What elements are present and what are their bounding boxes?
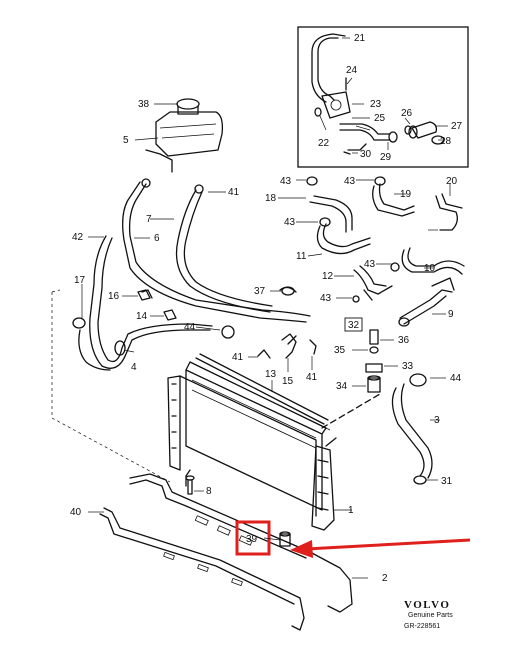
callout-29: 29 bbox=[380, 152, 392, 163]
callout-33: 33 bbox=[402, 361, 414, 372]
right-hoses bbox=[278, 176, 465, 327]
callout-11: 11 bbox=[296, 251, 307, 262]
inset-detail-box bbox=[297, 26, 469, 168]
callout-38: 38 bbox=[138, 99, 150, 110]
callout-43-b: 43 bbox=[344, 176, 356, 187]
expansion-tank bbox=[134, 98, 224, 173]
callout-43-d: 43 bbox=[364, 259, 376, 270]
bolt-8 bbox=[185, 475, 204, 495]
callout-43-e: 43 bbox=[320, 293, 332, 304]
dashed-guides bbox=[51, 289, 381, 483]
callout-35: 35 bbox=[334, 345, 346, 356]
volvo-footer: VOLVO Genuine Parts GR-228561 bbox=[404, 599, 453, 630]
clip-15 bbox=[248, 333, 317, 372]
callout-4: 4 bbox=[131, 362, 137, 373]
callout-26: 26 bbox=[401, 108, 413, 119]
callout-1: 1 bbox=[348, 505, 354, 516]
lower-support bbox=[88, 473, 368, 631]
grommet-39 bbox=[279, 531, 291, 547]
callout-41-mid: 41 bbox=[232, 352, 244, 363]
callout-24: 24 bbox=[346, 65, 358, 76]
hose-6-7 bbox=[122, 178, 311, 323]
fittings-33-36 bbox=[352, 329, 398, 393]
callout-9: 9 bbox=[448, 309, 454, 320]
callout-40: 40 bbox=[70, 507, 82, 518]
callout-32-frame bbox=[344, 317, 363, 332]
callout-30: 30 bbox=[360, 149, 372, 160]
callout-27: 27 bbox=[451, 121, 463, 132]
hose-4 bbox=[72, 235, 235, 371]
callout-43-a: 43 bbox=[280, 176, 292, 187]
callout-6: 6 bbox=[154, 233, 160, 244]
callout-2: 2 bbox=[382, 573, 388, 584]
hose-3 bbox=[391, 373, 446, 485]
callout-37: 37 bbox=[254, 286, 266, 297]
callout-36: 36 bbox=[398, 335, 410, 346]
callout-8: 8 bbox=[206, 486, 212, 497]
callout-23: 23 bbox=[370, 99, 382, 110]
genuine-parts-label: Genuine Parts bbox=[408, 612, 453, 619]
callout-21: 21 bbox=[354, 33, 366, 44]
callout-10: 10 bbox=[424, 263, 436, 274]
callout-25: 25 bbox=[374, 113, 386, 124]
callout-14: 14 bbox=[136, 311, 148, 322]
volvo-brand: VOLVO bbox=[404, 599, 450, 611]
callout-18: 18 bbox=[265, 193, 277, 204]
callout-19: 19 bbox=[400, 189, 412, 200]
callout-32: 32 bbox=[348, 320, 360, 331]
callout-41-right: 41 bbox=[306, 372, 318, 383]
callout-20: 20 bbox=[446, 176, 458, 187]
callout-13: 13 bbox=[265, 369, 277, 380]
callout-5: 5 bbox=[123, 135, 129, 146]
radiator bbox=[167, 361, 352, 531]
callout-16: 16 bbox=[108, 291, 120, 302]
callout-41-top: 41 bbox=[228, 187, 240, 198]
callout-34: 34 bbox=[336, 381, 348, 392]
highlight-arrowhead bbox=[290, 540, 313, 558]
callout-39: 39 bbox=[246, 534, 258, 545]
callout-labels: 1 2 3 4 5 6 7 8 9 10 11 12 13 14 15 16 1… bbox=[70, 33, 463, 584]
highlight-box bbox=[235, 520, 271, 556]
callout-43-c: 43 bbox=[284, 217, 296, 228]
callout-31: 31 bbox=[441, 476, 453, 487]
highlight-callout-39 bbox=[235, 520, 471, 558]
callout-22: 22 bbox=[318, 138, 330, 149]
callout-44-right: 44 bbox=[450, 373, 462, 384]
highlight-arrow bbox=[305, 538, 471, 551]
callout-15: 15 bbox=[282, 376, 294, 387]
figure-reference: GR-228561 bbox=[404, 623, 440, 630]
clips bbox=[122, 286, 297, 321]
callout-3: 3 bbox=[434, 415, 440, 426]
callout-7: 7 bbox=[146, 214, 152, 225]
callout-12: 12 bbox=[322, 271, 334, 282]
callout-17: 17 bbox=[74, 275, 86, 286]
seal-strip-13 bbox=[195, 353, 329, 425]
callout-42: 42 bbox=[72, 232, 84, 243]
callout-44-left: 44 bbox=[184, 322, 196, 333]
callout-28: 28 bbox=[440, 136, 452, 147]
